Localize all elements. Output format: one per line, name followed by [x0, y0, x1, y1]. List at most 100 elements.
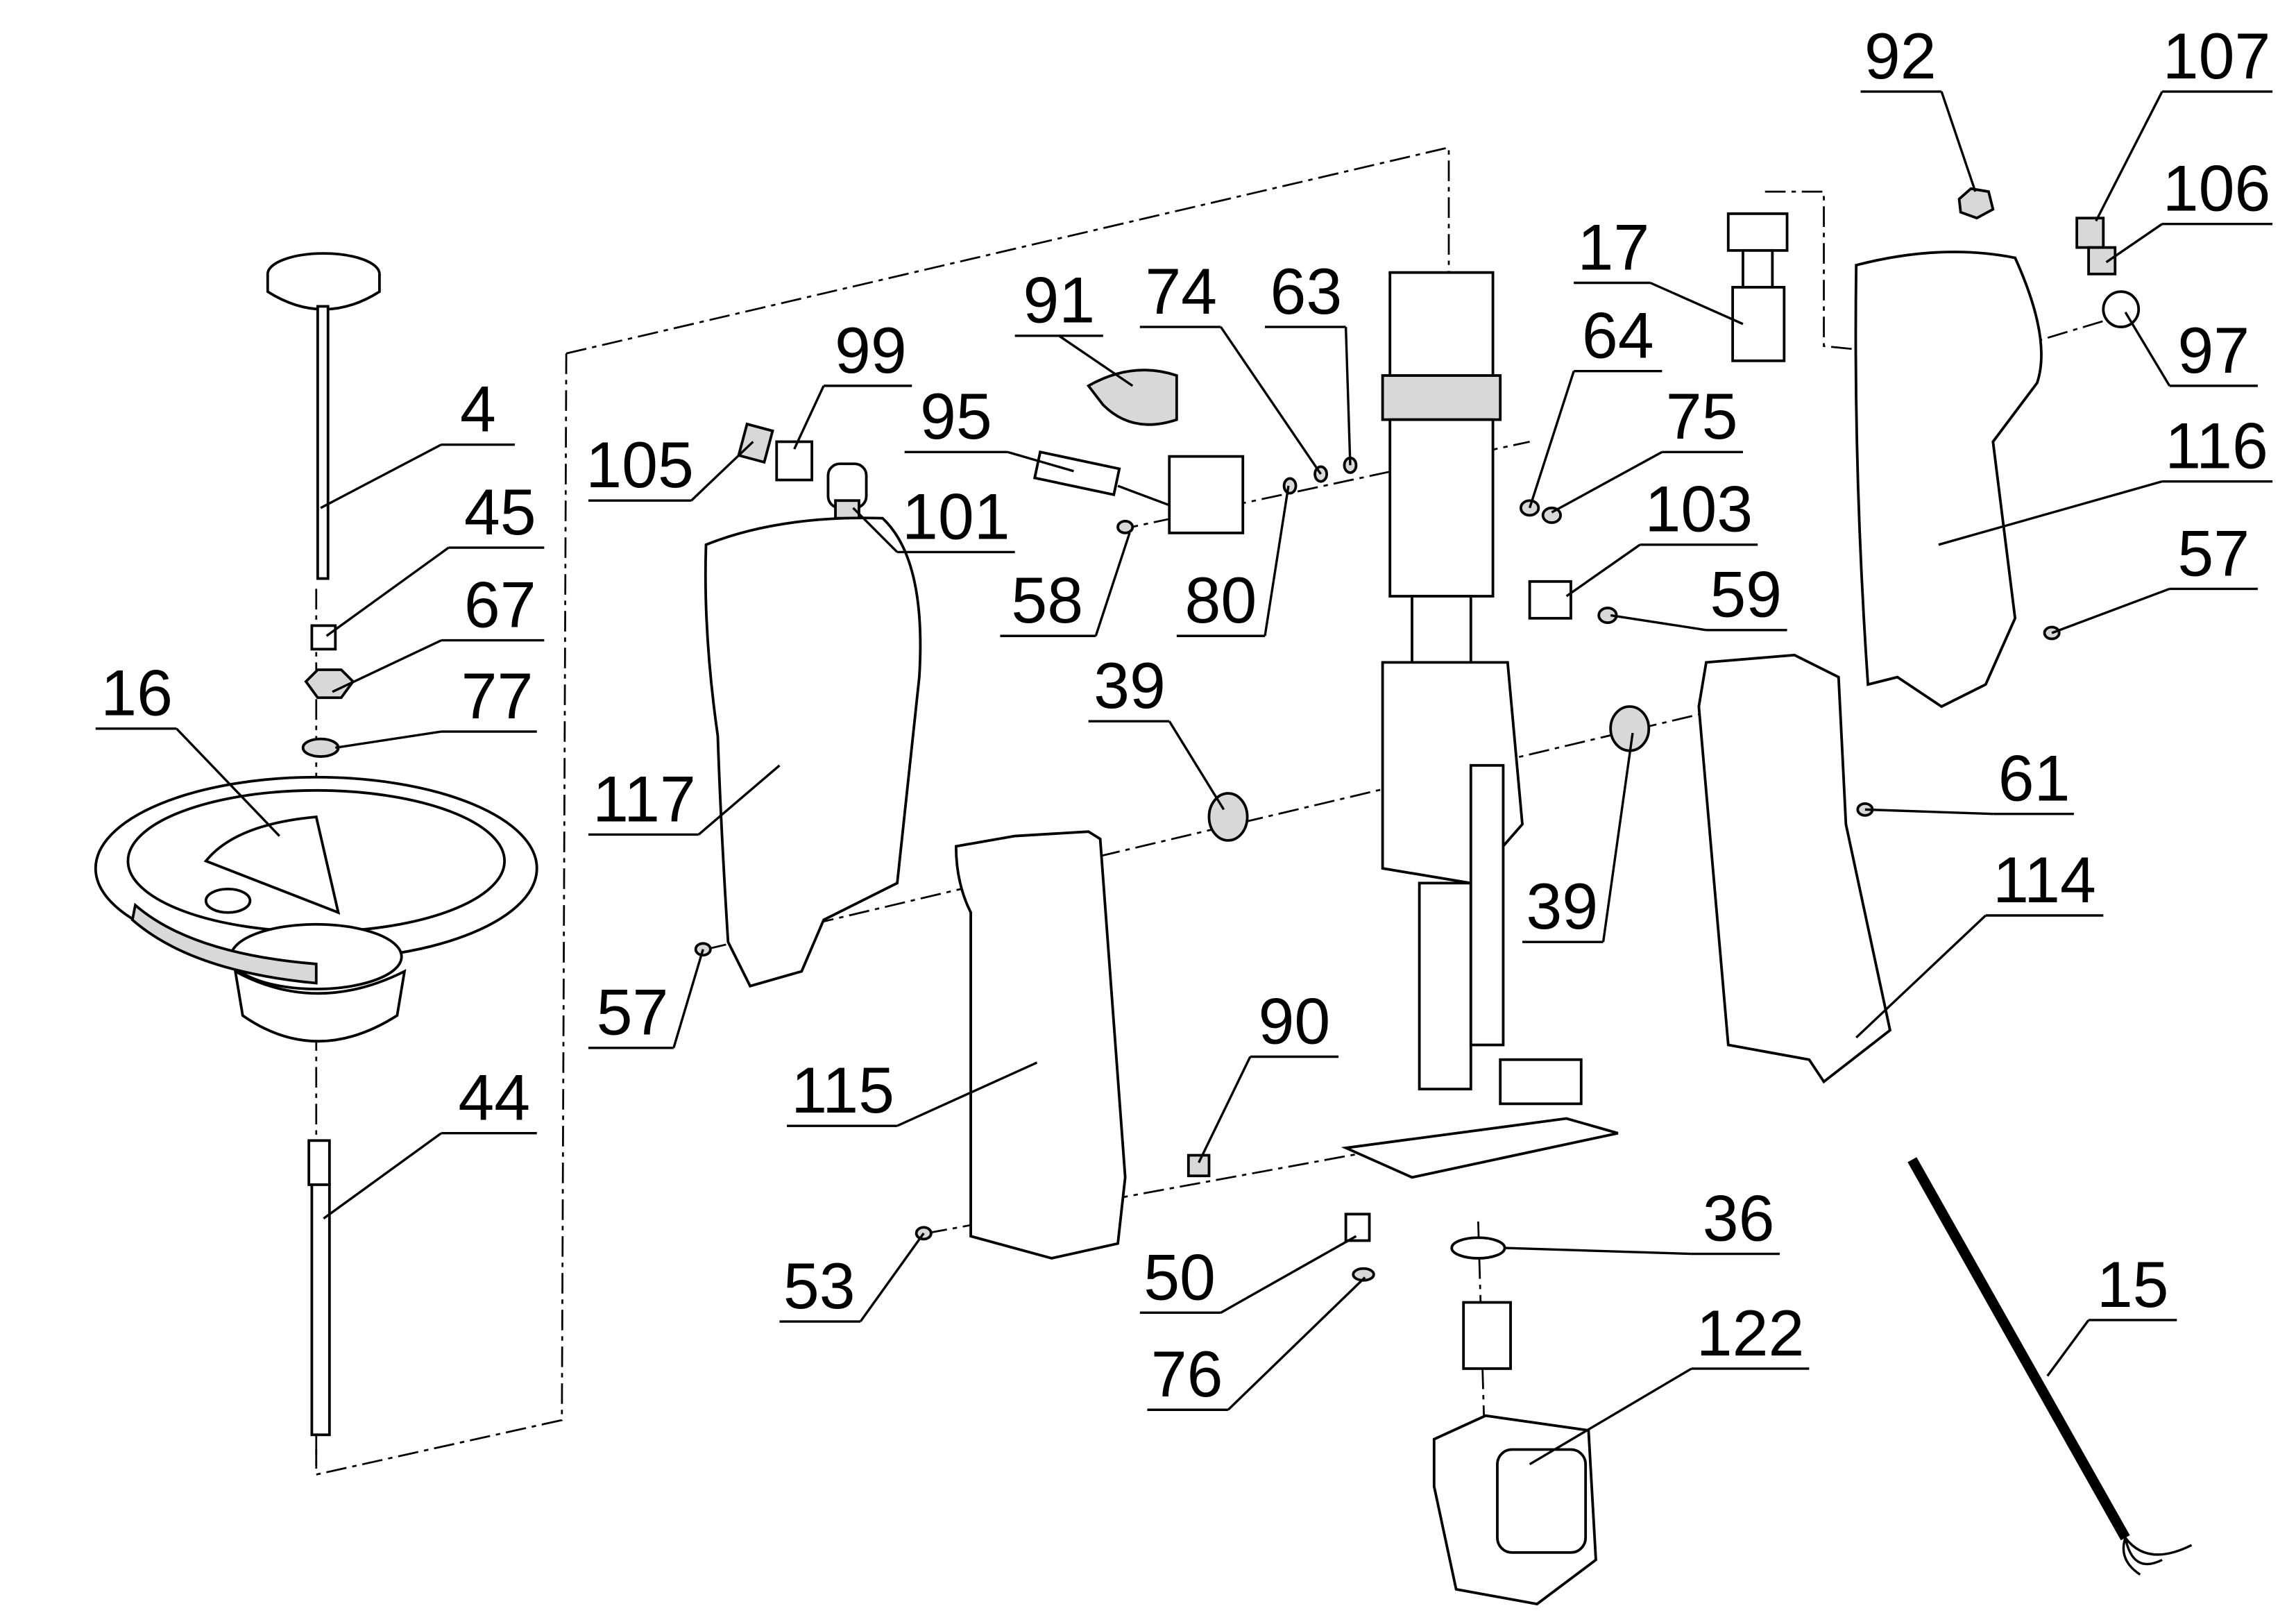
callout-number: 61: [1998, 743, 2070, 815]
callout-99: 99: [793, 314, 912, 450]
part-67-nut: [304, 668, 355, 700]
callout-4: 4: [320, 373, 515, 509]
callout-leader-line: [1264, 485, 1290, 636]
part-58-screw: [1116, 519, 1134, 534]
part-64-nut: [1519, 499, 1540, 517]
part-steering-column: [1341, 271, 1619, 1179]
part-106-switch: [2087, 246, 2117, 276]
callout-101: 101: [852, 480, 1015, 554]
part-17-ignition-switch: [1726, 212, 1789, 362]
part-77-washer: [301, 737, 340, 758]
callout-number: 80: [1185, 564, 1257, 636]
part-90-clip: [1187, 1154, 1211, 1178]
callout-57b: 57: [2051, 517, 2258, 634]
callout-number: 58: [1011, 564, 1083, 636]
callout-number: 103: [1645, 473, 1753, 546]
callout-number: 67: [464, 569, 536, 641]
callout-leader-line: [1344, 327, 1352, 466]
part-steering-shaft: [307, 1139, 331, 1437]
callout-leader-line: [2124, 312, 2171, 387]
callout-59: 59: [1610, 559, 1787, 632]
callout-leader-line: [1094, 532, 1131, 636]
callout-number: 39: [1094, 650, 1166, 722]
callout-116: 116: [1938, 410, 2273, 546]
callout-number: 105: [586, 429, 694, 501]
callout-leader-line: [325, 546, 450, 637]
callout-number: 15: [2097, 1249, 2169, 1321]
callout-number: 64: [1582, 300, 1654, 372]
callout-45: 45: [325, 476, 545, 637]
callout-106: 106: [2105, 153, 2273, 264]
callout-leader-line: [2051, 587, 2170, 634]
callout-number: 106: [2163, 153, 2271, 225]
callout-number: 90: [1259, 985, 1331, 1057]
part-115-cover-front: [954, 830, 1127, 1260]
callout-number: 122: [1697, 1297, 1805, 1369]
callout-leader-line: [323, 1132, 442, 1220]
callout-leader-line: [2105, 223, 2163, 264]
callout-leader-line: [1058, 335, 1134, 387]
callout-leader-line: [2046, 1319, 2090, 1377]
callout-90: 90: [1198, 985, 1339, 1163]
part-114-cover-rear: [1697, 653, 1892, 1084]
callout-leader-line: [1529, 1367, 1692, 1466]
callout-leader-line: [1220, 326, 1322, 475]
callout-leader-line: [1565, 543, 1641, 598]
callout-leader-line: [1938, 480, 2163, 546]
callout-117: 117: [588, 763, 781, 836]
callout-leader-line: [690, 441, 754, 502]
callout-50: 50: [1139, 1235, 1357, 1315]
callout-39b: 39: [1522, 732, 1634, 943]
callout-58: 58: [1000, 532, 1131, 637]
callout-number: 36: [1703, 1182, 1775, 1254]
callout-leader-line: [1940, 91, 1977, 192]
callout-number: 117: [593, 763, 696, 835]
part-36-seal: [1450, 1236, 1506, 1260]
part-91-boot: [1086, 369, 1178, 426]
part-116-cover-right: [1854, 251, 2043, 709]
callout-leader-line: [332, 639, 442, 693]
callout-leader-line: [1610, 614, 1707, 632]
callout-leader-line: [1198, 1056, 1252, 1163]
callout-number: 95: [920, 380, 992, 453]
callout-leader-line: [1649, 281, 1744, 326]
callout-36: 36: [1504, 1182, 1780, 1256]
callout-leader-line: [335, 730, 442, 750]
part-105-switch: [737, 422, 774, 464]
callout-97: 97: [2124, 312, 2258, 387]
callout-leader-line: [1855, 914, 1987, 1039]
callout-number: 101: [902, 480, 1010, 552]
callout-number: 115: [791, 1054, 894, 1126]
callout-number: 97: [2177, 314, 2250, 387]
callout-number: 57: [597, 977, 669, 1049]
callout-44: 44: [323, 1062, 537, 1220]
part-75-nut: [1541, 506, 1563, 524]
callout-leader-line: [672, 949, 704, 1049]
callout-39a: 39: [1088, 650, 1225, 811]
callout-leader-line: [1504, 1247, 1692, 1256]
part-103-relay: [1528, 580, 1572, 620]
callout-number: 39: [1526, 870, 1598, 943]
callout-number: 50: [1143, 1241, 1216, 1313]
part-45-bushing: [310, 624, 337, 651]
callout-number: 77: [461, 660, 534, 732]
callout-114: 114: [1855, 844, 2104, 1039]
callout-122: 122: [1529, 1297, 1810, 1466]
callout-17: 17: [1574, 211, 1744, 326]
callout-number: 57: [2177, 517, 2250, 589]
part-117-cover-left: [704, 516, 922, 988]
callout-number: 92: [1864, 20, 1937, 92]
callout-53: 53: [779, 1232, 925, 1323]
callout-number: 63: [1270, 255, 1343, 328]
callout-77: 77: [335, 660, 537, 750]
callout-leader-line: [896, 1061, 1038, 1127]
part-122-steering-unit: [1432, 1301, 1597, 1606]
part-101-socket: [826, 462, 868, 520]
callout-number: 75: [1666, 380, 1738, 453]
callout-number: 59: [1710, 559, 1782, 631]
callout-number: 116: [2165, 410, 2268, 482]
callout-61: 61: [1864, 743, 2074, 816]
callout-leader-line: [2095, 91, 2163, 222]
callout-number: 45: [464, 476, 536, 548]
